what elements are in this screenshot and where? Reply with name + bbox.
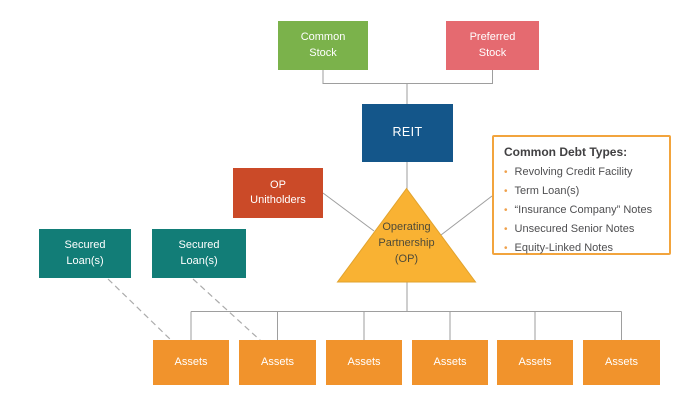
- debt-type-text: “Insurance Company” Notes: [514, 204, 653, 216]
- bullet-icon: •: [504, 243, 508, 254]
- debt-type-text: Unsecured Senior Notes: [514, 223, 635, 235]
- secured-loans-node-1: Secured Loan(s): [39, 229, 131, 278]
- bullet-icon: •: [504, 186, 508, 197]
- assets-node-5: Assets: [497, 340, 573, 385]
- assets-node-1: Assets: [153, 340, 229, 385]
- common-debt-types-box: Common Debt Types: • Revolving Credit Fa…: [492, 135, 671, 255]
- debt-type-item: • Term Loan(s): [504, 182, 661, 201]
- assets-label: Assets: [604, 355, 638, 368]
- secured-loans-label-1: Secured Loan(s): [64, 239, 106, 267]
- bullet-icon: •: [504, 167, 508, 178]
- preferred-stock-label: Preferred Stock: [469, 31, 516, 59]
- debt-type-text: Revolving Credit Facility: [514, 166, 633, 178]
- secured-loans-node-2: Secured Loan(s): [152, 229, 246, 278]
- bullet-icon: •: [504, 224, 508, 235]
- debt-type-item: • Equity-Linked Notes: [504, 239, 661, 258]
- assets-label: Assets: [174, 355, 208, 368]
- assets-node-4: Assets: [412, 340, 488, 385]
- debt-type-text: Equity-Linked Notes: [514, 242, 613, 254]
- assets-label: Assets: [518, 355, 552, 368]
- reit-node: REIT: [362, 104, 453, 162]
- preferred-stock-node: Preferred Stock: [446, 21, 539, 70]
- assets-label: Assets: [347, 355, 381, 368]
- operating-partnership-triangle: [336, 187, 477, 283]
- op-unitholders-node: OP Unitholders: [233, 168, 323, 218]
- reit-label: REIT: [392, 125, 423, 140]
- operating-partnership-label: Operating Partnership (OP): [378, 221, 435, 265]
- common-stock-node: Common Stock: [278, 21, 368, 70]
- assets-label: Assets: [433, 355, 467, 368]
- op-unitholders-label: OP Unitholders: [250, 178, 306, 206]
- debt-types-title: Common Debt Types:: [504, 145, 628, 159]
- assets-node-3: Assets: [326, 340, 402, 385]
- debt-type-item: • Revolving Credit Facility: [504, 163, 661, 182]
- dashed-secured-loan-connectors: [107, 278, 262, 342]
- debt-type-text: Term Loan(s): [514, 185, 580, 197]
- solid-connectors: [190, 70, 622, 340]
- bullet-icon: •: [504, 205, 508, 216]
- assets-node-2: Assets: [239, 340, 316, 385]
- assets-label: Assets: [260, 355, 294, 368]
- debt-type-item: • Unsecured Senior Notes: [504, 220, 661, 239]
- assets-node-6: Assets: [583, 340, 660, 385]
- debt-type-item: • “Insurance Company” Notes: [504, 201, 661, 220]
- common-stock-label: Common Stock: [300, 31, 346, 59]
- secured-loans-label-2: Secured Loan(s): [178, 239, 220, 267]
